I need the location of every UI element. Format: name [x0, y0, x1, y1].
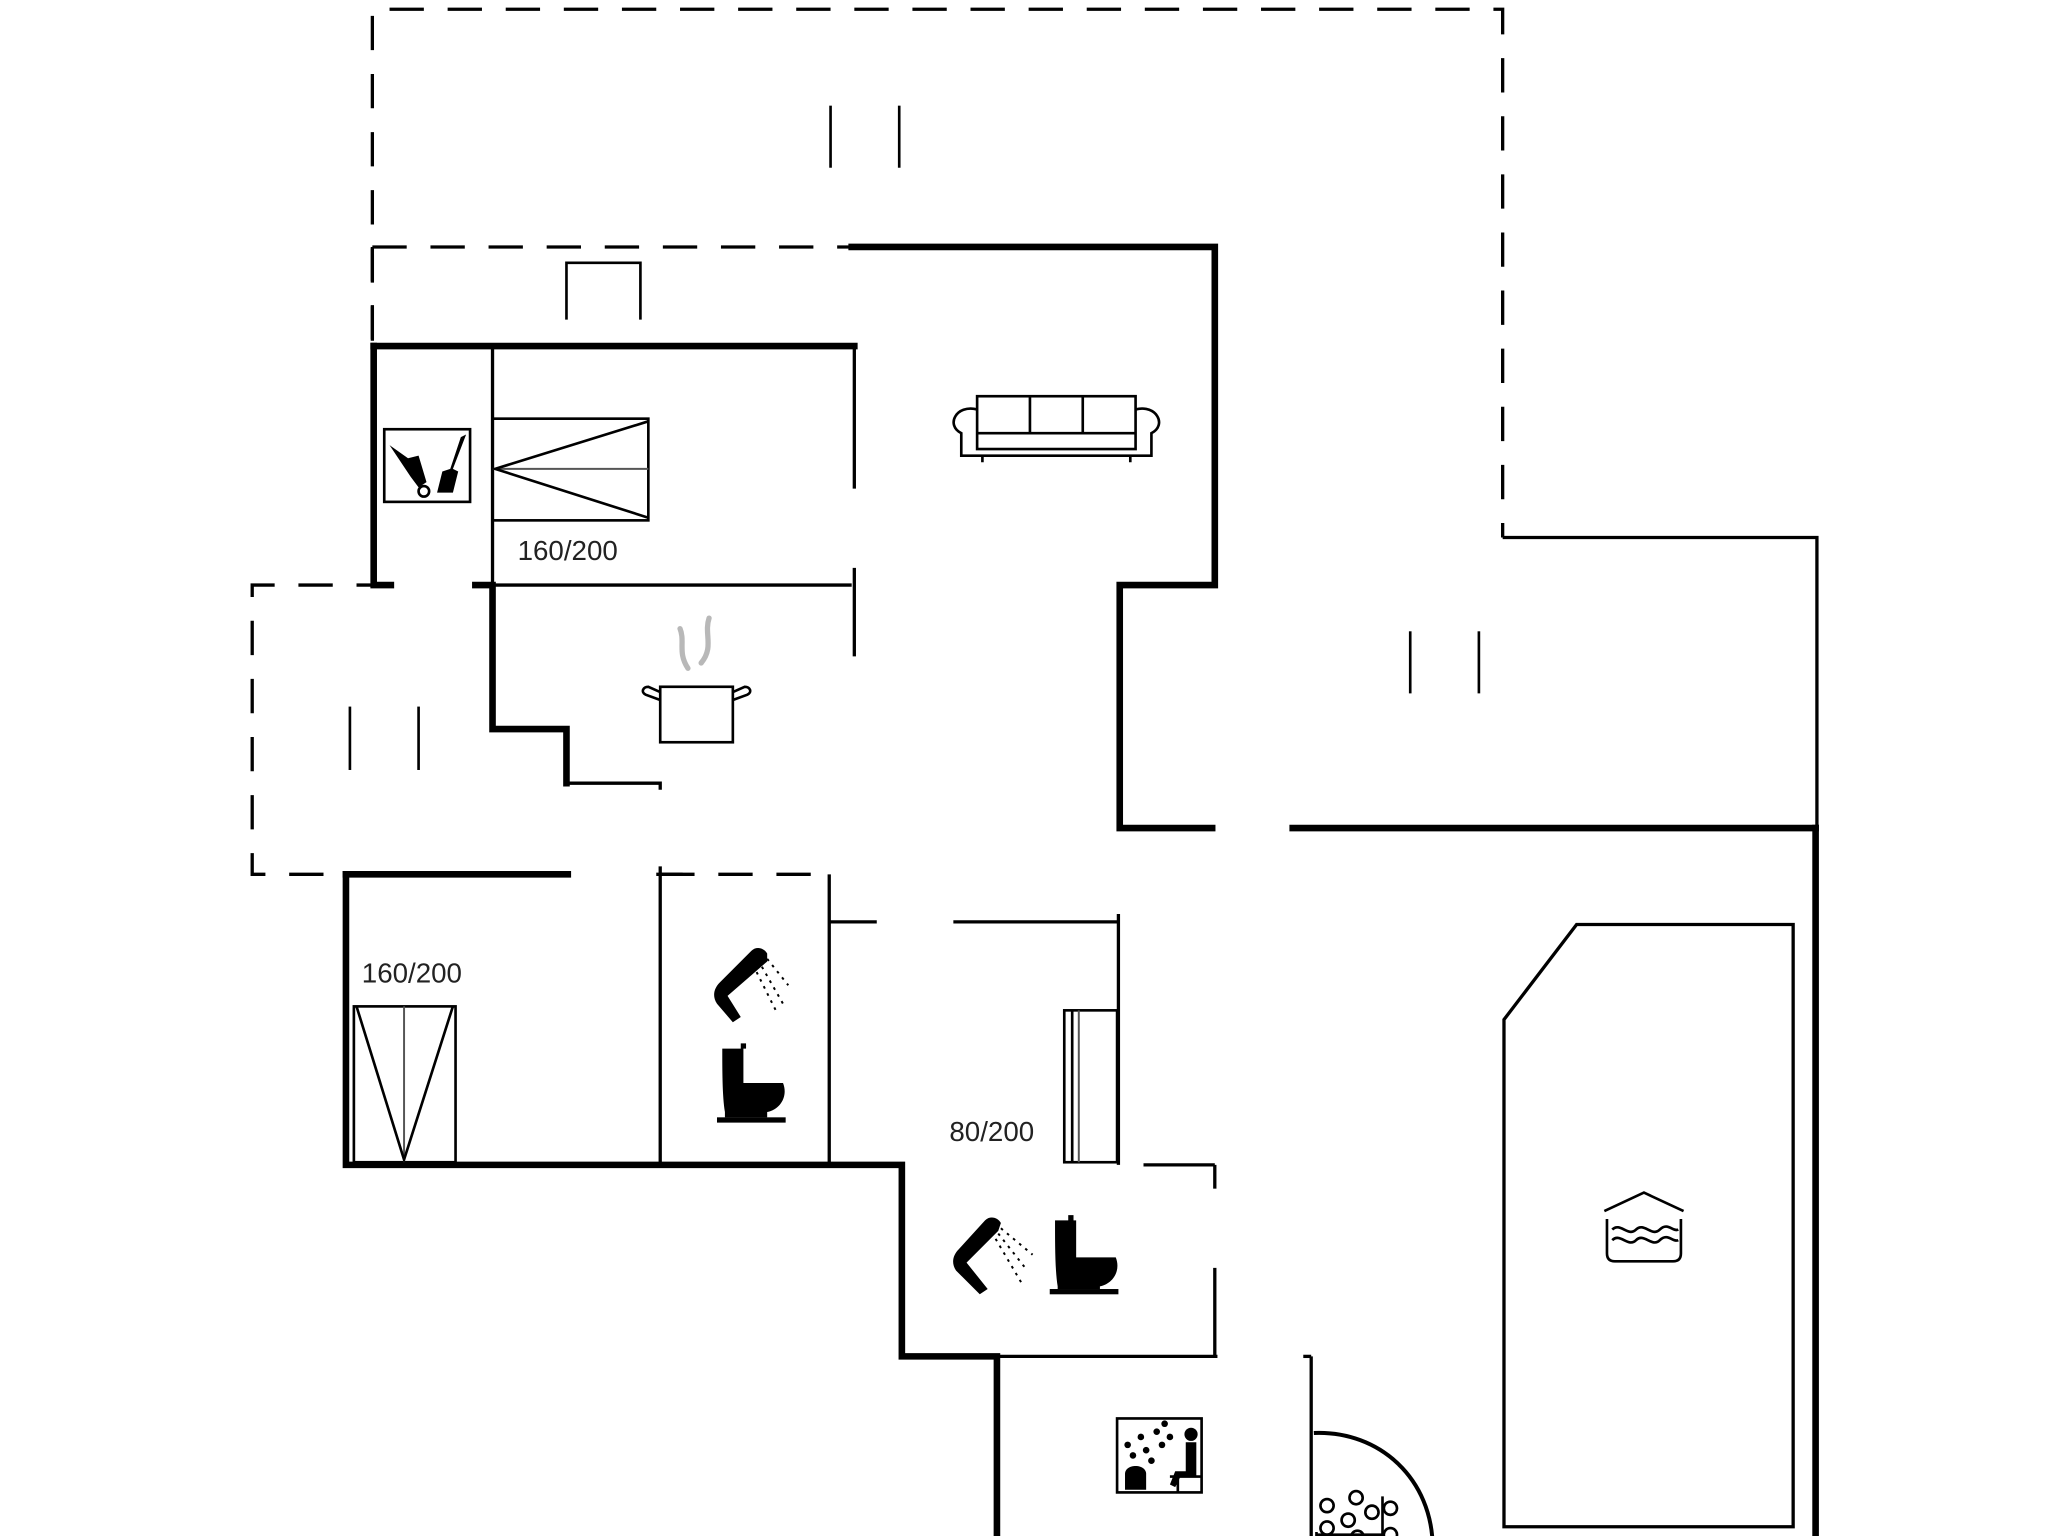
terrace-east-marks	[1408, 631, 1481, 694]
indoor-pool	[1502, 922, 1795, 1529]
toilet-icon-bathroom-2	[1049, 1215, 1119, 1295]
walls	[342, 243, 1819, 1536]
washing-machine-utility-icon	[382, 427, 472, 504]
shower-icon-bathroom-2	[953, 1217, 1034, 1295]
bed-double-bottom	[352, 1005, 457, 1164]
bed-single	[1062, 1009, 1119, 1164]
bed-size-label-bedroom-2: 160/200	[362, 958, 462, 989]
chimney-outline	[565, 261, 642, 320]
terrace-west-marks	[348, 706, 420, 770]
bed-size-label-bedroom-1: 160/200	[518, 535, 618, 566]
terrace-outlines	[250, 7, 1505, 876]
toilet-icon	[716, 1043, 786, 1123]
indoor-pool-icon	[1603, 1191, 1685, 1263]
terrace-north-marks	[829, 105, 901, 168]
bed-double-top	[490, 417, 650, 522]
shower-icon	[714, 948, 790, 1023]
cooking-pot-icon	[641, 615, 752, 744]
sofa-icon	[952, 394, 1161, 463]
spa-whirlpool-icon	[1313, 1430, 1435, 1536]
sauna-icon	[1115, 1417, 1203, 1494]
bed-size-label-bedroom-3: 80/200	[949, 1116, 1034, 1147]
interior-thin-walls	[490, 346, 1819, 1536]
